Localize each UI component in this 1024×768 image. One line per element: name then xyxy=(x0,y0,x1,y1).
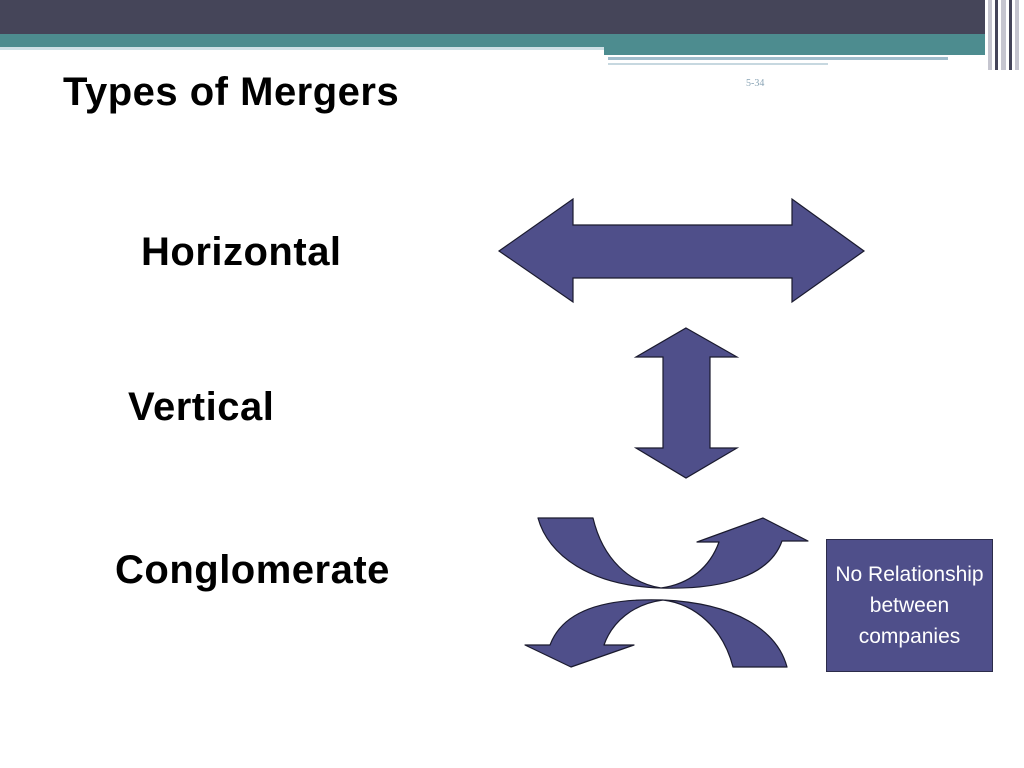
no-relationship-note: No Relationship between companies xyxy=(826,539,993,672)
slide-number: 5-34 xyxy=(746,78,765,89)
curved-arrow-down-left xyxy=(524,599,788,668)
label-conglomerate: Conglomerate xyxy=(115,548,390,592)
curved-arrow-up-right xyxy=(537,517,809,589)
vertical-arrow-shape xyxy=(633,327,740,479)
vertical-arrow-icon xyxy=(633,327,740,479)
horizontal-arrow-icon xyxy=(497,197,866,304)
horizontal-arrow-shape xyxy=(497,197,866,304)
label-horizontal: Horizontal xyxy=(141,230,342,274)
note-text: No Relationship between companies xyxy=(835,563,984,648)
conglomerate-arrows-icon xyxy=(524,517,809,668)
slide-title: Types of Mergers xyxy=(63,70,400,114)
header-banner xyxy=(0,0,1024,70)
label-vertical: Vertical xyxy=(128,385,275,429)
